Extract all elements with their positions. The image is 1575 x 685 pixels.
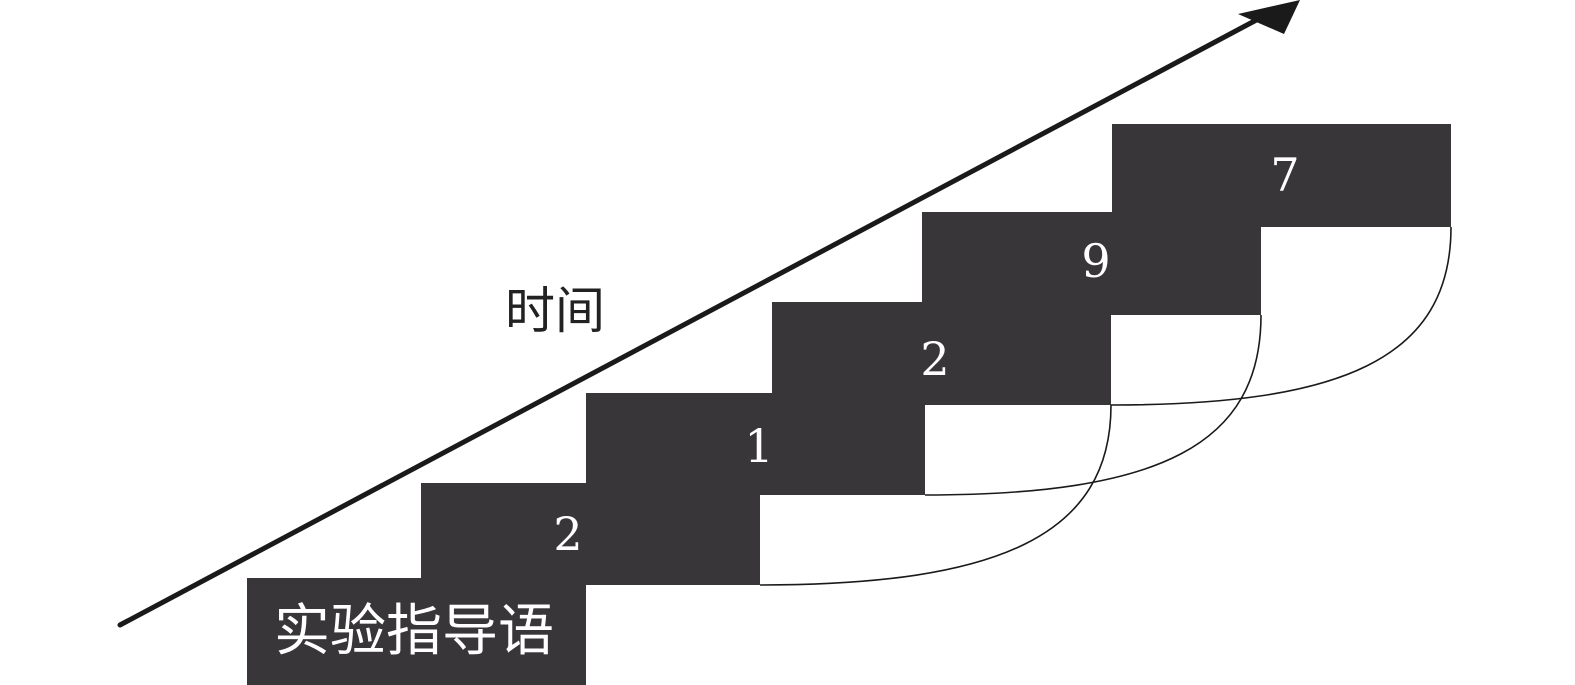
digit-label-4: 9 [1081, 234, 1110, 288]
digit-label-1: 2 [553, 507, 582, 561]
card-digit-3: 2 [772, 302, 1111, 405]
card-digit-2: 1 [586, 393, 925, 495]
card-digit-5: 7 [1112, 124, 1451, 227]
card-instruction: 实验指导语 [247, 578, 586, 685]
card-digit-1: 2 [421, 483, 760, 585]
digit-label-2: 1 [744, 419, 773, 473]
digit-label-5: 7 [1270, 148, 1299, 202]
time-label: 时间 [505, 282, 605, 340]
connector-curve-2 [924, 314, 1262, 496]
connector-curve-3 [1110, 226, 1452, 406]
instruction-label: 实验指导语 [274, 599, 554, 664]
time-arrow [117, 0, 1300, 628]
digit-label-3: 2 [920, 332, 949, 386]
time-arrow-head [1238, 0, 1300, 34]
time-arrow-line [117, 14, 1265, 628]
card-digit-4: 9 [922, 212, 1261, 315]
connector-curve-1 [759, 404, 1112, 586]
